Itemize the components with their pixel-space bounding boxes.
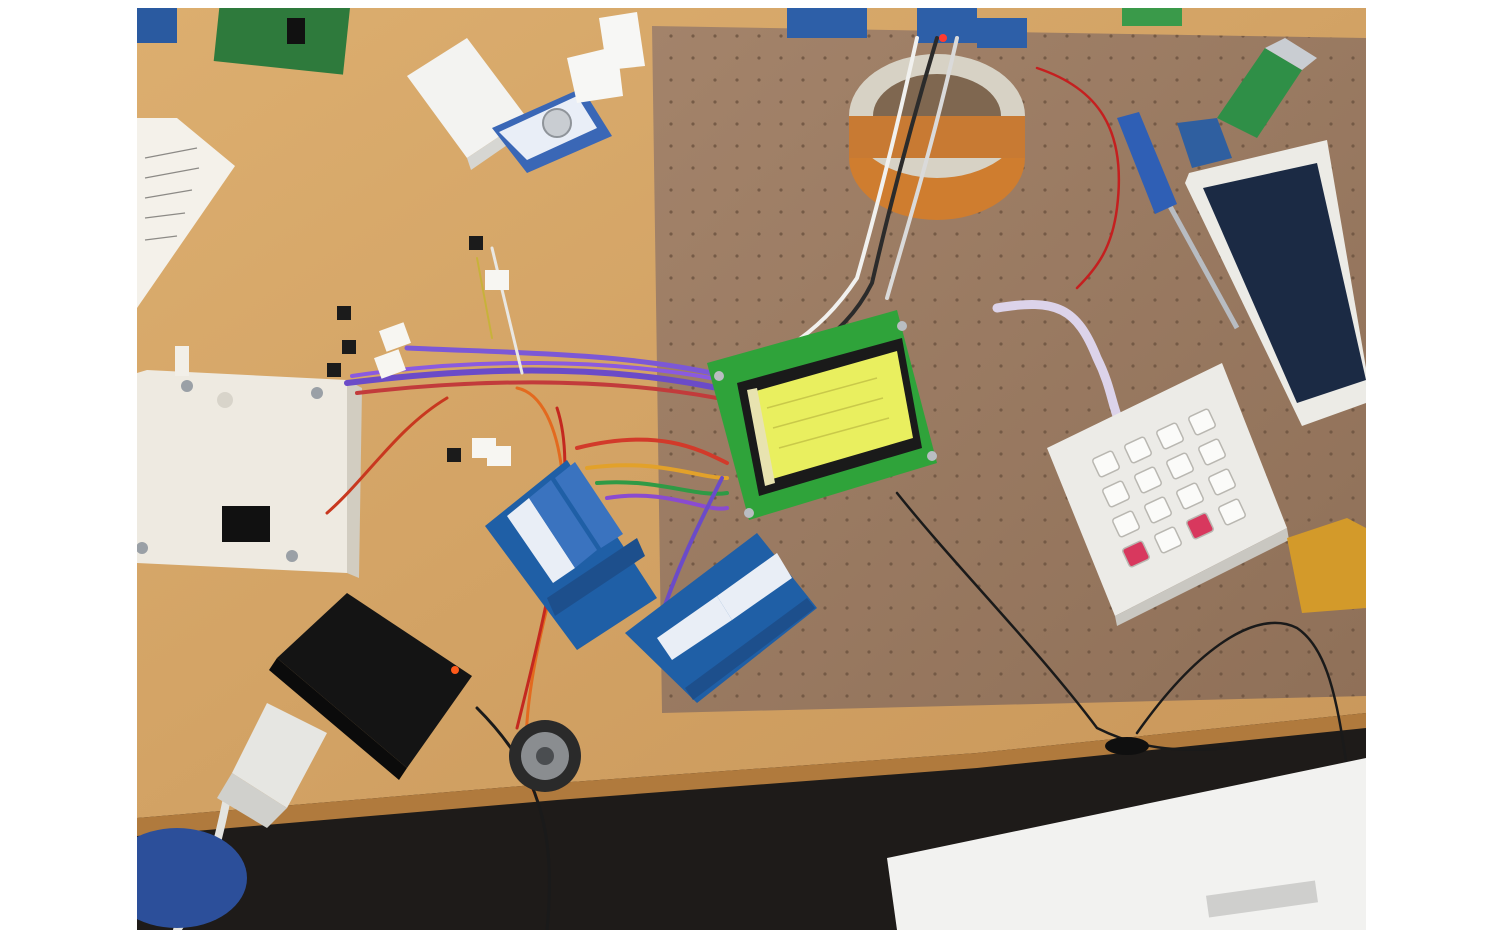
coin-battery-card xyxy=(492,88,612,173)
usb-serial-adapter xyxy=(1177,38,1317,168)
relay-board-a xyxy=(485,460,657,650)
tape-roll xyxy=(849,54,1025,220)
keypad xyxy=(1047,363,1289,626)
power-adapter xyxy=(217,593,472,828)
keypad-keys xyxy=(1092,408,1246,568)
smartphone xyxy=(1185,140,1366,426)
paper-notes xyxy=(137,118,235,308)
blue-container xyxy=(137,828,247,928)
screwdriver xyxy=(1117,112,1240,330)
lock-enclosure xyxy=(137,346,362,578)
speaker xyxy=(509,720,581,792)
dev-board-top-left xyxy=(137,8,351,75)
workbench-photo xyxy=(137,8,1366,930)
photo-frame xyxy=(137,8,1366,930)
black-connector xyxy=(1105,737,1149,755)
desk-edge xyxy=(137,713,1366,836)
lcd-module xyxy=(707,310,937,520)
white-paper-floor xyxy=(887,758,1366,930)
sensor-modules xyxy=(787,8,1182,48)
relay-board-b xyxy=(625,533,817,703)
amber-package xyxy=(1287,518,1366,613)
micro-switches xyxy=(327,236,511,466)
